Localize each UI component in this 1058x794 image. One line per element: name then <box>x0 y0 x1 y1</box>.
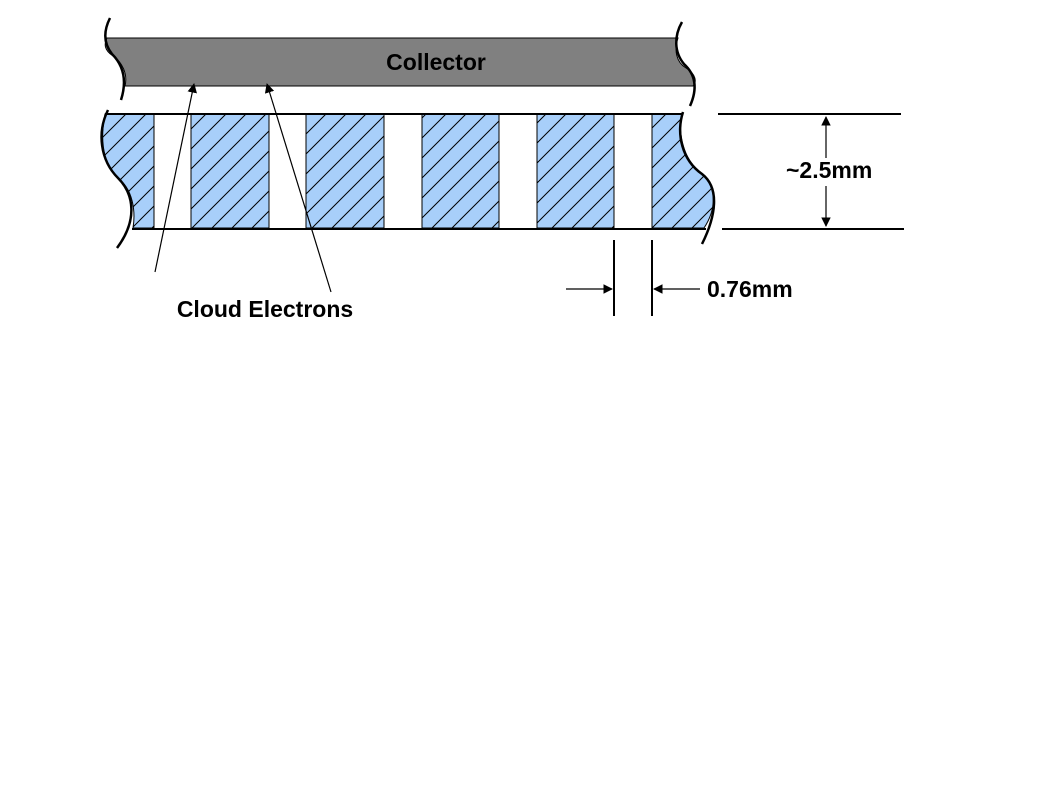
foil-segment <box>421 113 500 229</box>
collector-left-break-edge <box>104 17 126 101</box>
collector-plate <box>104 17 696 107</box>
foil-segment-right <box>651 113 714 229</box>
thickness-dimension <box>718 113 904 230</box>
foil-segment-left <box>102 113 155 229</box>
collector-right-break-edge <box>675 21 696 107</box>
foil-right-break-edge <box>679 111 716 245</box>
collector-body <box>104 37 696 87</box>
electron-arrow <box>264 83 332 293</box>
thickness-label: ~2.5mm <box>786 157 872 183</box>
hole-width-label: 0.76mm <box>707 276 793 302</box>
electron-arrow <box>154 83 197 273</box>
cloud-electron-arrows <box>154 83 332 293</box>
hole-width-dimension <box>566 240 700 316</box>
foil-left-break-edge <box>100 109 133 249</box>
foil-segment <box>536 113 615 229</box>
collector-label: Collector <box>386 49 486 75</box>
foil-segment <box>305 113 385 229</box>
cloud-electrons-label: Cloud Electrons <box>177 296 353 322</box>
dielectric-foil <box>100 109 716 249</box>
foil-segment <box>190 113 270 229</box>
